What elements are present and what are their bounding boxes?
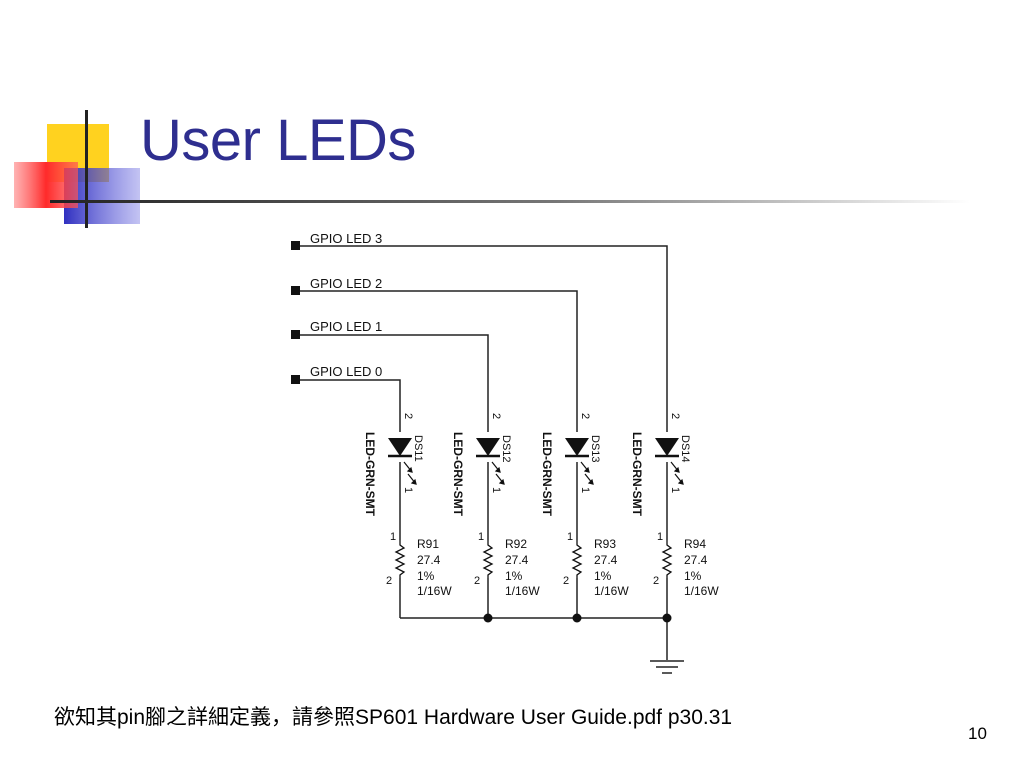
resistor-r93: 1 2 R93 27.4 1% 1/16W bbox=[563, 531, 629, 598]
svg-text:1/16W: 1/16W bbox=[505, 584, 540, 598]
led-diode-icon bbox=[565, 438, 589, 456]
junction-dot bbox=[572, 613, 582, 623]
junction-dot bbox=[483, 613, 493, 623]
resistor-icon bbox=[661, 540, 673, 578]
title-decoration bbox=[14, 110, 970, 228]
svg-text:1%: 1% bbox=[505, 569, 523, 583]
svg-text:2: 2 bbox=[653, 575, 659, 587]
svg-text:27.4: 27.4 bbox=[594, 553, 618, 567]
led-ds11: 2 DS11 1 LED-GRN-SMT bbox=[363, 413, 424, 517]
svg-text:1/16W: 1/16W bbox=[594, 584, 629, 598]
svg-text:DS13: DS13 bbox=[589, 435, 601, 463]
gpio-terminal-3 bbox=[291, 241, 300, 250]
led-diode-icon bbox=[476, 438, 500, 456]
led-diode-icon bbox=[388, 438, 412, 456]
svg-text:1/16W: 1/16W bbox=[417, 584, 452, 598]
svg-text:1: 1 bbox=[490, 487, 502, 493]
resistor-icon bbox=[394, 540, 406, 578]
svg-text:1/16W: 1/16W bbox=[684, 584, 719, 598]
svg-text:1: 1 bbox=[478, 531, 484, 543]
svg-text:R93: R93 bbox=[594, 537, 616, 551]
svg-text:DS14: DS14 bbox=[679, 435, 691, 463]
svg-text:DS11: DS11 bbox=[412, 435, 424, 462]
svg-text:27.4: 27.4 bbox=[505, 553, 529, 567]
junction-dot bbox=[662, 613, 672, 623]
resistor-icon bbox=[571, 540, 583, 578]
led-schematic: GPIO LED 3 GPIO LED 2 GPIO LED 1 GPIO LE… bbox=[291, 231, 719, 674]
resistor-r91: 1 2 R91 27.4 1% 1/16W bbox=[386, 531, 452, 598]
resistor-r94: 1 2 R94 27.4 1% 1/16W bbox=[653, 531, 719, 598]
wire-gpio-led-3 bbox=[296, 245, 668, 432]
led-part-label: LED-GRN-SMT bbox=[630, 432, 644, 517]
led-ds13: 2 DS13 1 LED-GRN-SMT bbox=[540, 413, 601, 517]
svg-text:1: 1 bbox=[669, 487, 681, 493]
svg-text:1: 1 bbox=[567, 531, 573, 543]
gpio-label-0: GPIO LED 0 bbox=[310, 364, 382, 379]
svg-text:2: 2 bbox=[579, 413, 591, 419]
svg-text:1: 1 bbox=[402, 487, 414, 493]
led-ds14: 2 DS14 1 LED-GRN-SMT bbox=[630, 413, 691, 517]
svg-text:R94: R94 bbox=[684, 537, 706, 551]
svg-text:2: 2 bbox=[669, 413, 681, 419]
wire-gpio-led-0 bbox=[296, 379, 401, 432]
gpio-terminal-0 bbox=[291, 375, 300, 384]
resistor-icon bbox=[482, 540, 494, 578]
svg-text:1%: 1% bbox=[417, 569, 435, 583]
svg-text:27.4: 27.4 bbox=[417, 553, 441, 567]
svg-text:DS12: DS12 bbox=[500, 435, 512, 463]
gpio-terminal-2 bbox=[291, 286, 300, 295]
led-diode-icon bbox=[655, 438, 679, 456]
svg-text:1: 1 bbox=[657, 531, 663, 543]
title-rule bbox=[50, 200, 970, 203]
gpio-terminal-1 bbox=[291, 330, 300, 339]
led-part-label: LED-GRN-SMT bbox=[363, 432, 377, 517]
gpio-label-3: GPIO LED 3 bbox=[310, 231, 382, 246]
svg-text:1%: 1% bbox=[684, 569, 702, 583]
resistor-r92: 1 2 R92 27.4 1% 1/16W bbox=[474, 531, 540, 598]
svg-text:2: 2 bbox=[563, 575, 569, 587]
wire-gpio-led-1 bbox=[296, 334, 489, 432]
svg-text:2: 2 bbox=[490, 413, 502, 419]
svg-text:27.4: 27.4 bbox=[684, 553, 708, 567]
svg-text:R92: R92 bbox=[505, 537, 527, 551]
led-part-label: LED-GRN-SMT bbox=[451, 432, 465, 517]
svg-text:1: 1 bbox=[390, 531, 396, 543]
svg-text:2: 2 bbox=[402, 413, 414, 419]
slide-title: User LEDs bbox=[140, 108, 416, 173]
svg-text:1: 1 bbox=[579, 487, 591, 493]
led-ds12: 2 DS12 1 LED-GRN-SMT bbox=[451, 413, 512, 517]
svg-text:2: 2 bbox=[386, 575, 392, 587]
deco-vertical-line bbox=[85, 110, 88, 228]
svg-text:R91: R91 bbox=[417, 537, 439, 551]
led-part-label: LED-GRN-SMT bbox=[540, 432, 554, 517]
svg-text:1%: 1% bbox=[594, 569, 612, 583]
gpio-label-2: GPIO LED 2 bbox=[310, 276, 382, 291]
svg-text:2: 2 bbox=[474, 575, 480, 587]
reference-note: 欲知其pin腳之詳細定義，請參照SP601 Hardware User Guid… bbox=[54, 706, 733, 729]
gpio-label-1: GPIO LED 1 bbox=[310, 319, 382, 334]
wire-gpio-led-2 bbox=[296, 290, 578, 432]
ground-icon bbox=[650, 660, 684, 674]
page-number: 10 bbox=[968, 724, 987, 743]
